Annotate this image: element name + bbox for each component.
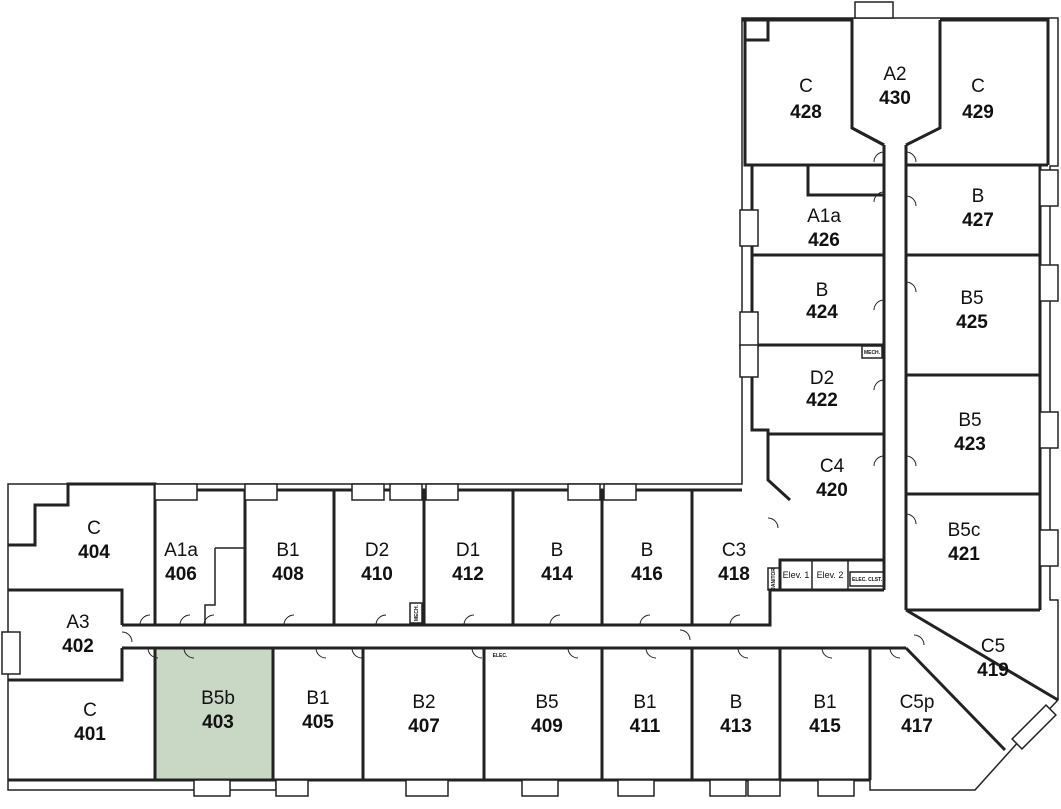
unit-fills xyxy=(155,649,273,779)
unit-412-type: D1 xyxy=(456,540,480,561)
unit-421-type: B5c xyxy=(948,520,981,541)
unit-424-number[interactable]: 424 xyxy=(806,302,838,323)
unit-404-number[interactable]: 404 xyxy=(78,542,110,563)
elec-closet-label: ELEC. CLST. xyxy=(852,577,883,583)
service-rooms: MECH. MECH. JANITOR Elev. 1 Elev. 2 ELEC… xyxy=(409,345,885,659)
unit-417-number[interactable]: 417 xyxy=(901,716,933,737)
unit-428-number[interactable]: 428 xyxy=(790,102,822,123)
door-swings xyxy=(121,151,925,659)
unit-430-type: A2 xyxy=(883,64,906,85)
unit-403-type: B5b xyxy=(201,688,235,709)
unit-419-number[interactable]: 419 xyxy=(977,660,1009,681)
unit-401-number[interactable]: 401 xyxy=(74,724,106,745)
unit-labels: C 428 A2 430 C 429 A1a 426 B 427 B 424 B… xyxy=(62,64,1009,745)
unit-413-number[interactable]: 413 xyxy=(720,716,752,737)
unit-409-type: B5 xyxy=(535,692,558,713)
unit-423-number[interactable]: 423 xyxy=(954,434,986,455)
unit-404-type: C xyxy=(87,518,101,539)
unit-423-type: B5 xyxy=(958,410,981,431)
elev2-label: Elev. 2 xyxy=(817,570,844,580)
unit-428-type: C xyxy=(799,76,813,97)
mech-lower-label: MECH. xyxy=(414,604,420,621)
unit-406-type: A1a xyxy=(164,540,198,561)
unit-402-number[interactable]: 402 xyxy=(62,636,94,657)
unit-430-number[interactable]: 430 xyxy=(879,88,911,109)
unit-409-number[interactable]: 409 xyxy=(531,716,563,737)
unit-415-number[interactable]: 415 xyxy=(809,716,841,737)
unit-416-number[interactable]: 416 xyxy=(631,564,663,585)
unit-422-type: D2 xyxy=(810,368,834,389)
unit-410-number[interactable]: 410 xyxy=(361,564,393,585)
unit-426-type: A1a xyxy=(807,206,841,227)
unit-419-type: C5 xyxy=(981,636,1005,657)
unit-410-type: D2 xyxy=(365,540,389,561)
unit-425-number[interactable]: 425 xyxy=(956,312,988,333)
unit-414-number[interactable]: 414 xyxy=(541,564,573,585)
unit-408-type: B1 xyxy=(276,540,299,561)
unit-403-fill xyxy=(155,649,273,779)
unit-420-type: C4 xyxy=(820,456,845,477)
unit-425-type: B5 xyxy=(960,288,983,309)
unit-413-type: B xyxy=(730,692,743,713)
unit-407-number[interactable]: 407 xyxy=(408,716,440,737)
unit-407-type: B2 xyxy=(412,692,435,713)
unit-421-number[interactable]: 421 xyxy=(948,544,980,565)
corridors xyxy=(122,145,908,650)
unit-406-number[interactable]: 406 xyxy=(165,564,197,585)
unit-405-type: B1 xyxy=(306,688,329,709)
unit-402-type: A3 xyxy=(66,612,89,633)
unit-427-type: B xyxy=(972,186,985,207)
unit-414-type: B xyxy=(551,540,564,561)
elev1-label: Elev. 1 xyxy=(783,570,810,580)
unit-429-number[interactable]: 429 xyxy=(962,102,994,123)
unit-412-number[interactable]: 412 xyxy=(452,564,484,585)
unit-424-type: B xyxy=(816,280,829,301)
unit-429-type: C xyxy=(971,76,985,97)
unit-416-type: B xyxy=(641,540,654,561)
unit-427-number[interactable]: 427 xyxy=(962,210,994,231)
elec-label: ELEC. xyxy=(493,653,508,659)
unit-401-type: C xyxy=(83,700,97,721)
unit-422-number[interactable]: 422 xyxy=(806,390,838,411)
unit-418-number[interactable]: 418 xyxy=(718,564,750,585)
unit-411-number[interactable]: 411 xyxy=(630,716,661,737)
unit-426-number[interactable]: 426 xyxy=(808,230,840,251)
unit-411-type: B1 xyxy=(633,692,656,713)
janitor-label: JANITOR xyxy=(771,568,777,590)
unit-403-number[interactable]: 403 xyxy=(202,712,234,733)
unit-418-type: C3 xyxy=(722,540,746,561)
partitions xyxy=(745,18,1059,752)
unit-405-number[interactable]: 405 xyxy=(302,712,334,733)
unit-415-type: B1 xyxy=(813,692,836,713)
unit-408-number[interactable]: 408 xyxy=(272,564,304,585)
unit-417-type: C5p xyxy=(900,692,935,713)
mech-upper-label: MECH. xyxy=(864,350,881,356)
unit-420-number[interactable]: 420 xyxy=(816,480,848,501)
